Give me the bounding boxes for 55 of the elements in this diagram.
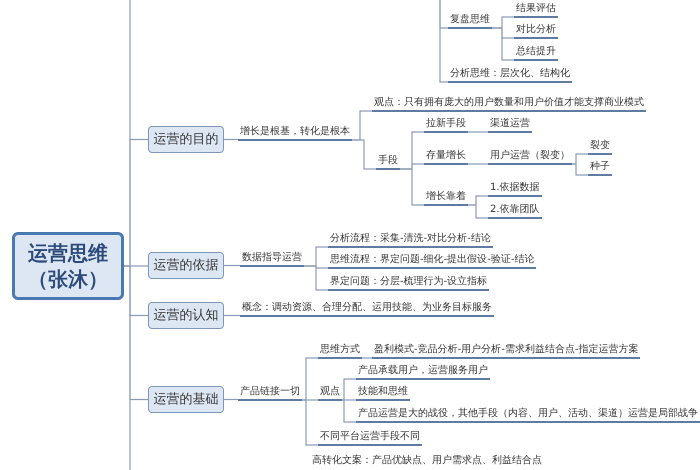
branch-topic: 增长是根基，转化是根本 <box>238 126 352 141</box>
connector-line <box>572 163 588 176</box>
connector-line <box>468 204 488 219</box>
connector-line <box>304 265 328 291</box>
branch-topic: 思维流程：界定问题-细化-提出假设-验证-结论 <box>328 254 536 269</box>
connector-line <box>224 398 238 400</box>
branch-topic: 总结提升 <box>514 46 558 61</box>
branch-topic: 概念：调动资源、合理分配、运用技能、为业务目标服务 <box>240 302 494 317</box>
connector-line <box>492 27 514 61</box>
branch-topic: 产品承载用户，运营服务用户 <box>356 365 490 380</box>
branch-topic: 观点 <box>318 386 342 401</box>
branch-topic: 对比分析 <box>514 24 558 39</box>
branch-topic: 盈利模式-竞品分析-用户分析-需求利益结合点-指定运营方案 <box>372 344 640 359</box>
connector-line <box>362 357 372 359</box>
connector-line <box>124 265 148 400</box>
connector-line <box>468 131 488 133</box>
topic-box: 运营的认知 <box>148 302 224 329</box>
branch-topic: 分析流程：采集-清洗-对比分析-结论 <box>328 233 493 248</box>
topic-box: 运营的依据 <box>148 252 224 279</box>
connector-line <box>224 264 240 266</box>
branch-topic: 产品链接一切 <box>238 386 302 401</box>
branch-topic: 结果评估 <box>514 3 558 18</box>
connector-line <box>439 0 448 83</box>
branch-topic: 技能和思维 <box>356 386 410 401</box>
branch-topic: 不同平台运营手段不同 <box>318 431 422 446</box>
branch-topic: 拉新手段 <box>424 118 468 133</box>
branch-topic: 产品运营是大的战役，其他手段（内容、用户、活动、渠道）运营是局部战争 <box>356 408 700 423</box>
branch-topic: 观点：只有拥有庞大的用户数量和用户价值才能支撑商业模式 <box>372 97 646 112</box>
branch-topic: 复盘思维 <box>448 14 492 29</box>
connector-line <box>224 138 238 140</box>
connector-line <box>302 399 318 446</box>
connector-line <box>224 314 240 316</box>
branch-topic: 数据指导运营 <box>240 252 304 267</box>
connector-line <box>342 399 356 401</box>
branch-topic: 界定问题：分层-梳理行为-设立指标 <box>328 276 490 291</box>
branch-topic: 思维方式 <box>318 344 362 359</box>
branch-topic: 增长靠着 <box>424 191 468 206</box>
branch-topic: 用户运营（裂变） <box>488 150 572 165</box>
branch-topic: 存量增长 <box>424 150 468 165</box>
branch-topic: 手段 <box>376 155 400 170</box>
topic-box: 运营的基础 <box>148 386 224 413</box>
branch-topic: 种子 <box>588 161 612 176</box>
connector-line <box>352 139 376 170</box>
connector-line <box>342 378 356 401</box>
connector-line <box>400 168 424 206</box>
branch-topic: 渠道运营 <box>488 118 532 133</box>
root-topic-box: 运营思维（张沐） <box>12 232 124 300</box>
connector-line <box>468 163 488 165</box>
branch-topic: 2.依靠团队 <box>488 204 542 219</box>
branch-topic: 裂变 <box>588 140 612 155</box>
branch-topic: 分析思维：层次化、结构化 <box>448 68 572 83</box>
connector-line <box>342 399 356 423</box>
branch-topic: 1.依据数据 <box>488 182 542 197</box>
note-text: 高转化文案：产品优缺点、用户需求点、利益结合点 <box>312 455 542 467</box>
topic-box: 运营的目的 <box>148 126 224 153</box>
